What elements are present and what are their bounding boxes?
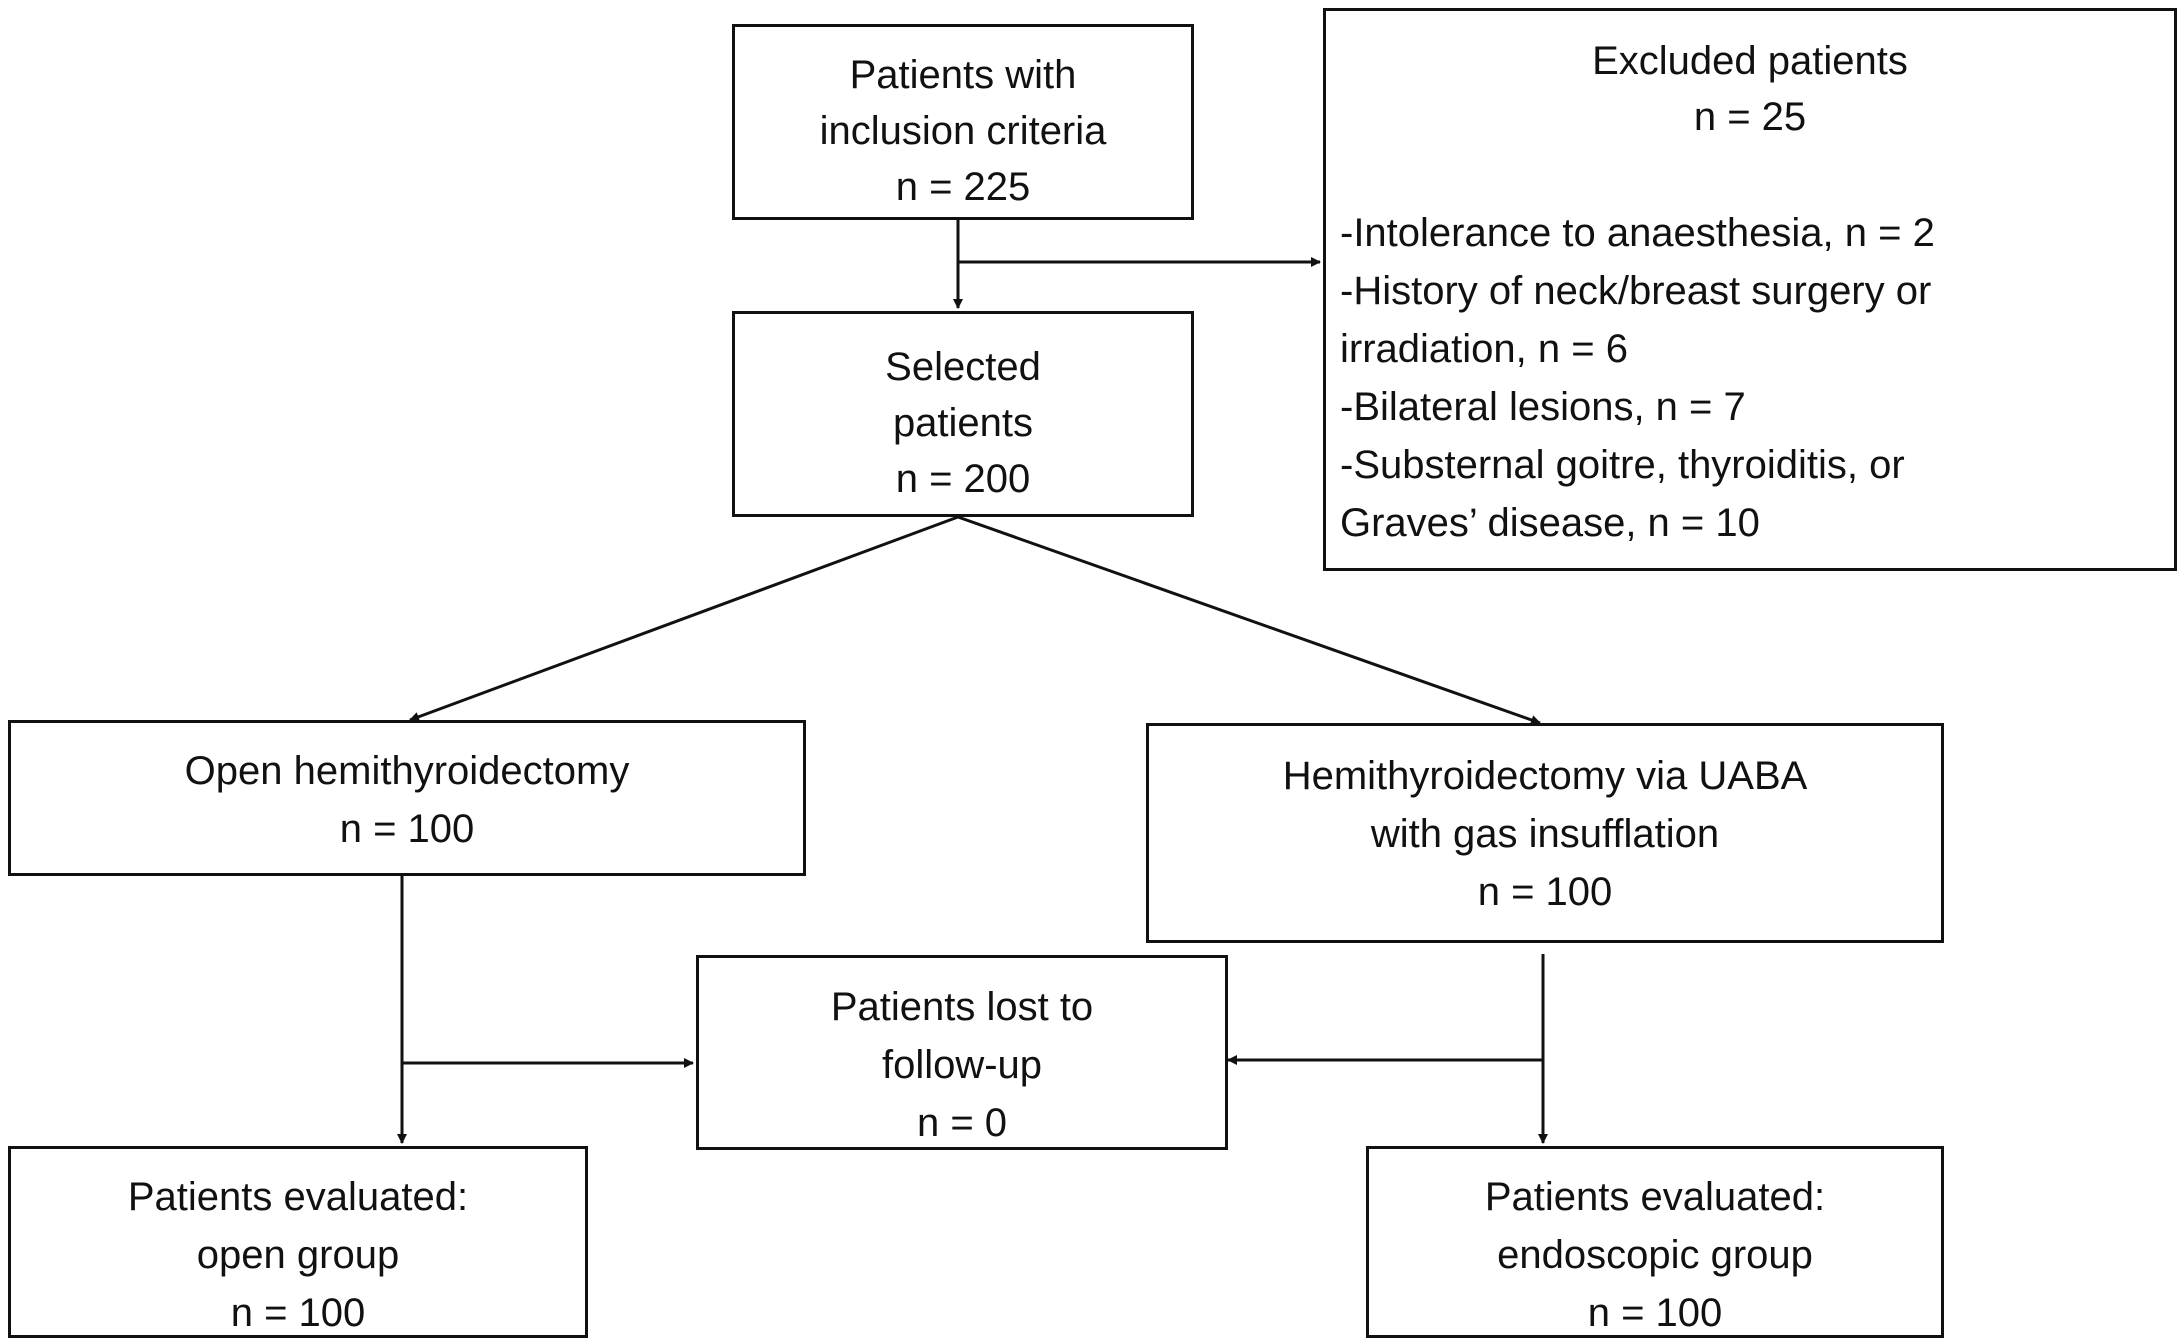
selected-line-2: patients bbox=[892, 401, 1034, 445]
open-hemithyroidectomy-box: Open hemithyroidectomy n = 100 bbox=[8, 720, 806, 876]
uaba-line-1: Hemithyroidectomy via UABA bbox=[1282, 754, 1808, 798]
arrow-selected-to-open bbox=[409, 515, 959, 722]
lost-line-1: Patients lost to bbox=[830, 985, 1094, 1029]
evaluated-endoscopic-group-box: Patients evaluated: endoscopic group n =… bbox=[1366, 1146, 1944, 1338]
lost-count: n = 0 bbox=[916, 1101, 1008, 1145]
uaba-hemithyroidectomy-box: Hemithyroidectomy via UABA with gas insu… bbox=[1146, 723, 1944, 943]
excluded-reason-anaesthesia: -Intolerance to anaesthesia, n = 2 bbox=[1340, 211, 1935, 255]
excluded-reason-graves: Graves’ disease, n = 10 bbox=[1340, 501, 1760, 545]
selected-line-1: Selected bbox=[885, 345, 1041, 389]
inclusion-line-1: Patients with bbox=[849, 53, 1077, 97]
inclusion-line-2: inclusion criteria bbox=[819, 109, 1107, 153]
excluded-reason-bilateral: -Bilateral lesions, n = 7 bbox=[1340, 385, 1746, 429]
lost-to-follow-up-box: Patients lost to follow-up n = 0 bbox=[696, 955, 1228, 1150]
excluded-reason-substernal: -Substernal goitre, thyroiditis, or bbox=[1340, 443, 1905, 487]
inclusion-count: n = 225 bbox=[895, 165, 1031, 209]
inclusion-criteria-box: Patients with inclusion criteria n = 225 bbox=[732, 24, 1194, 220]
eval-endo-count: n = 100 bbox=[1587, 1291, 1723, 1335]
eval-endo-line-1: Patients evaluated: bbox=[1484, 1175, 1826, 1219]
arrow-selected-to-uaba bbox=[957, 515, 1541, 725]
evaluated-open-group-box: Patients evaluated: open group n = 100 bbox=[8, 1146, 588, 1338]
open-count: n = 100 bbox=[339, 807, 475, 851]
excluded-reason-irradiation: irradiation, n = 6 bbox=[1340, 327, 1628, 371]
eval-endo-line-2: endoscopic group bbox=[1497, 1233, 1813, 1277]
eval-open-line-2: open group bbox=[196, 1233, 400, 1277]
open-title: Open hemithyroidectomy bbox=[184, 749, 630, 793]
excluded-patients-box: Excluded patients n = 25 -Intolerance to… bbox=[1323, 8, 2177, 571]
eval-open-count: n = 100 bbox=[230, 1291, 366, 1335]
excluded-title: Excluded patients bbox=[1592, 39, 1908, 83]
selected-patients-box: Selected patients n = 200 bbox=[732, 311, 1194, 517]
uaba-count: n = 100 bbox=[1477, 870, 1613, 914]
eval-open-line-1: Patients evaluated: bbox=[127, 1175, 469, 1219]
uaba-line-2: with gas insufflation bbox=[1370, 812, 1720, 856]
excluded-reason-surgery: -History of neck/breast surgery or bbox=[1340, 269, 1932, 313]
excluded-count: n = 25 bbox=[1693, 95, 1807, 139]
selected-count: n = 200 bbox=[895, 457, 1031, 501]
lost-line-2: follow-up bbox=[881, 1043, 1043, 1087]
